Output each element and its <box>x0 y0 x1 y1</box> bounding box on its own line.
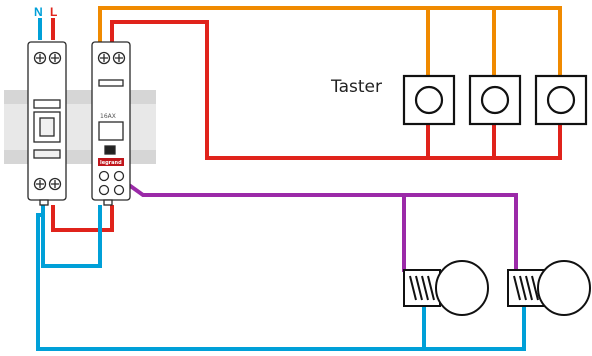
din-rail <box>4 90 156 164</box>
impulse-relay <box>91 41 131 206</box>
line-label: L <box>50 5 57 19</box>
lamp-feed-wire <box>120 178 518 272</box>
line-wire-bottom <box>51 205 114 232</box>
push-button[interactable] <box>402 74 456 126</box>
circuit-breaker <box>27 41 67 206</box>
push-button[interactable] <box>534 74 588 126</box>
lamp-icon <box>507 260 591 316</box>
push-button[interactable] <box>468 74 522 126</box>
line-wire-top <box>51 18 562 160</box>
control-wire <box>98 6 562 76</box>
relay-rating-label: 16AX <box>100 113 116 120</box>
neutral-wire-bottom <box>36 205 526 351</box>
relay-brand-label: legrand <box>100 160 122 166</box>
push-buttons-label: Taster <box>330 77 382 97</box>
lamp-icon <box>403 260 489 316</box>
neutral-label: N <box>34 5 43 19</box>
